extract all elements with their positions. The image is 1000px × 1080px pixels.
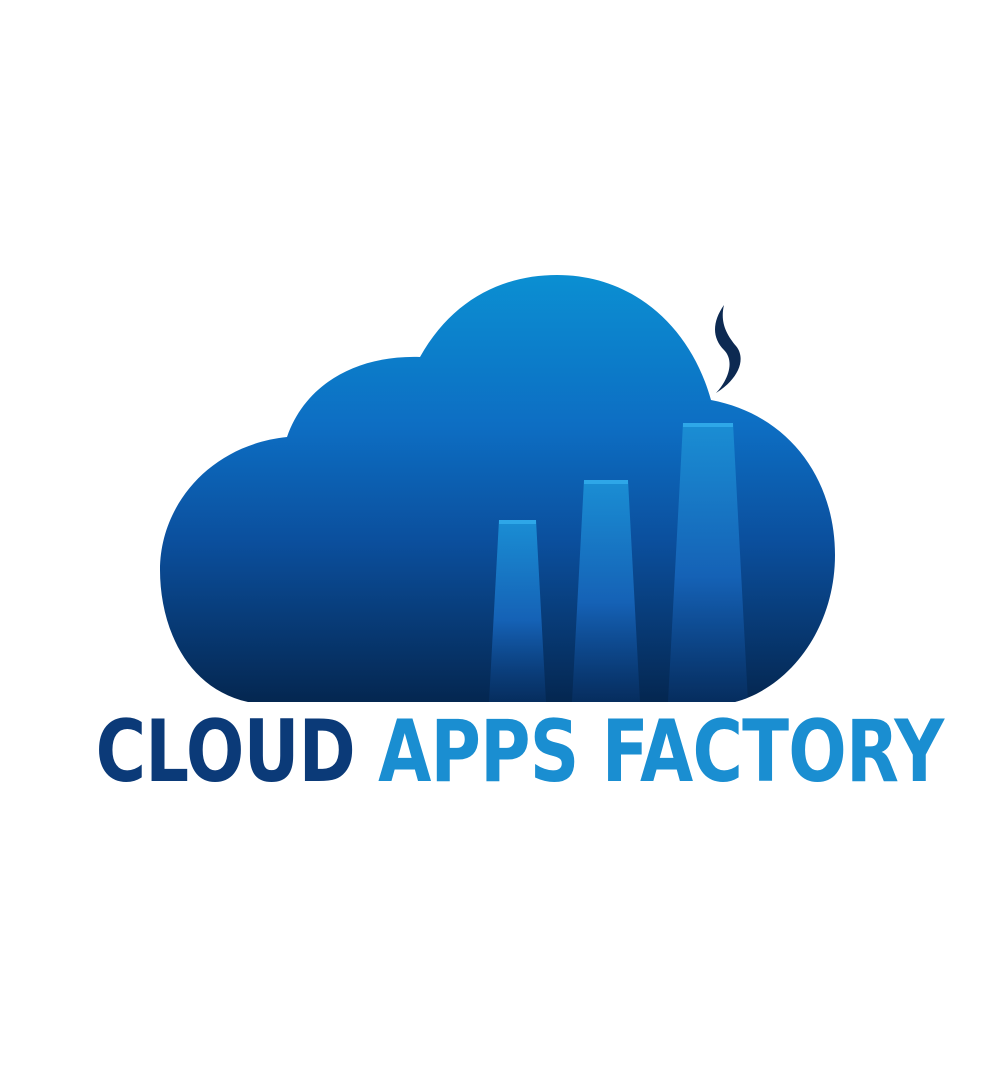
smoke-icon	[715, 305, 741, 393]
chimney-short	[489, 520, 546, 702]
company-name: CLOUD APPS FACTORY	[95, 702, 945, 802]
factory-chimneys	[489, 423, 748, 702]
chimney-medium	[572, 480, 640, 702]
word-apps: APPS	[378, 702, 579, 802]
cloud-shape	[160, 275, 835, 702]
word-cloud: CLOUD	[95, 702, 356, 802]
chimney-tall	[668, 423, 748, 702]
word-factory: FACTORY	[601, 702, 945, 802]
